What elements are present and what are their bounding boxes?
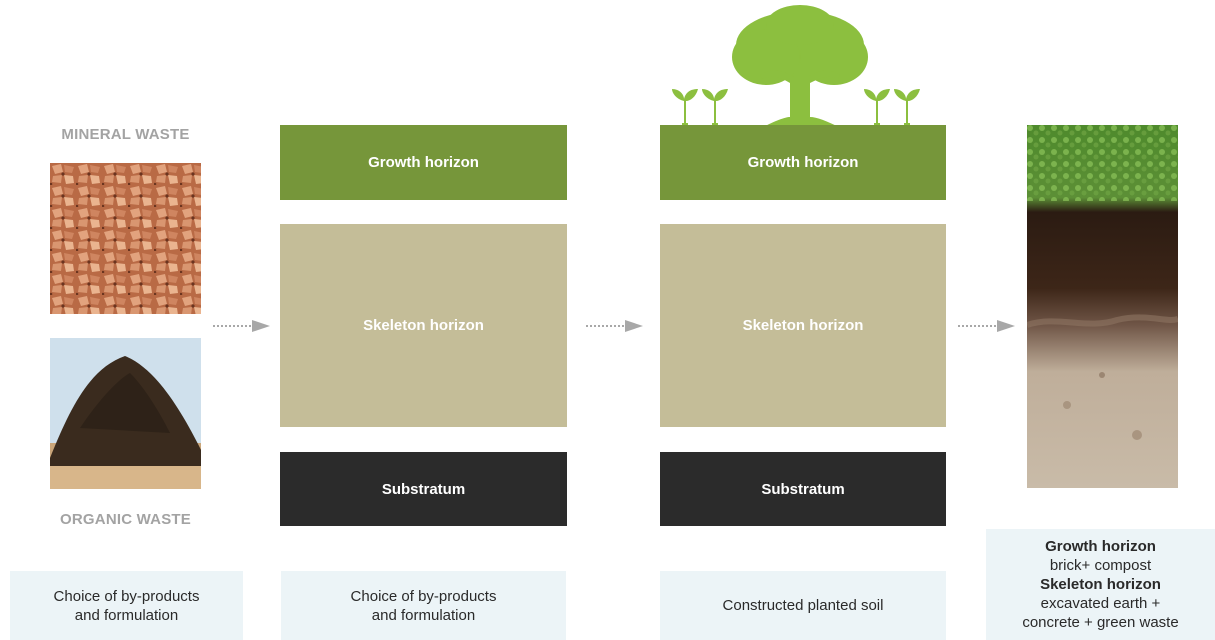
growth-horizon-block: Growth horizon (280, 125, 567, 200)
caption-line: and formulation (371, 606, 476, 624)
organic-waste-label: ORGANIC WASTE (60, 511, 191, 528)
caption-constructed-soil: Constructed planted soil (660, 571, 946, 640)
flow-arrow-icon (586, 320, 643, 332)
flow-arrow-icon (958, 320, 1015, 332)
soil-profile-photo (1026, 125, 1180, 488)
tree-and-plants-icon (672, 5, 920, 133)
caption-line: brick+ compost (1049, 557, 1152, 574)
caption-by-products-2: Choice of by-products and formulation (281, 571, 566, 640)
caption-line: Choice of by-products (350, 587, 497, 605)
caption-line: excavated earth + (1040, 595, 1161, 612)
substratum-block: Substratum (280, 452, 567, 526)
caption-line: and formulation (74, 606, 179, 624)
substratum-block: Substratum (660, 452, 946, 526)
skeleton-horizon-block: Skeleton horizon (280, 224, 567, 427)
organic-waste-image (50, 338, 201, 489)
mineral-waste-label: MINERAL WASTE (61, 126, 190, 143)
caption-heading: Skeleton horizon (1040, 576, 1161, 593)
mineral-waste-image (50, 163, 201, 314)
soil-composition-caption: Growth horizon brick+ compost Skeleton h… (986, 529, 1215, 640)
caption-heading: Growth horizon (1045, 538, 1156, 555)
caption-line: concrete + green waste (1022, 614, 1179, 631)
growth-horizon-block: Growth horizon (660, 125, 946, 200)
caption-by-products-1: Choice of by-products and formulation (10, 571, 243, 640)
skeleton-horizon-block: Skeleton horizon (660, 224, 946, 427)
caption-line: Choice of by-products (53, 587, 200, 605)
flow-arrow-icon (213, 320, 270, 332)
